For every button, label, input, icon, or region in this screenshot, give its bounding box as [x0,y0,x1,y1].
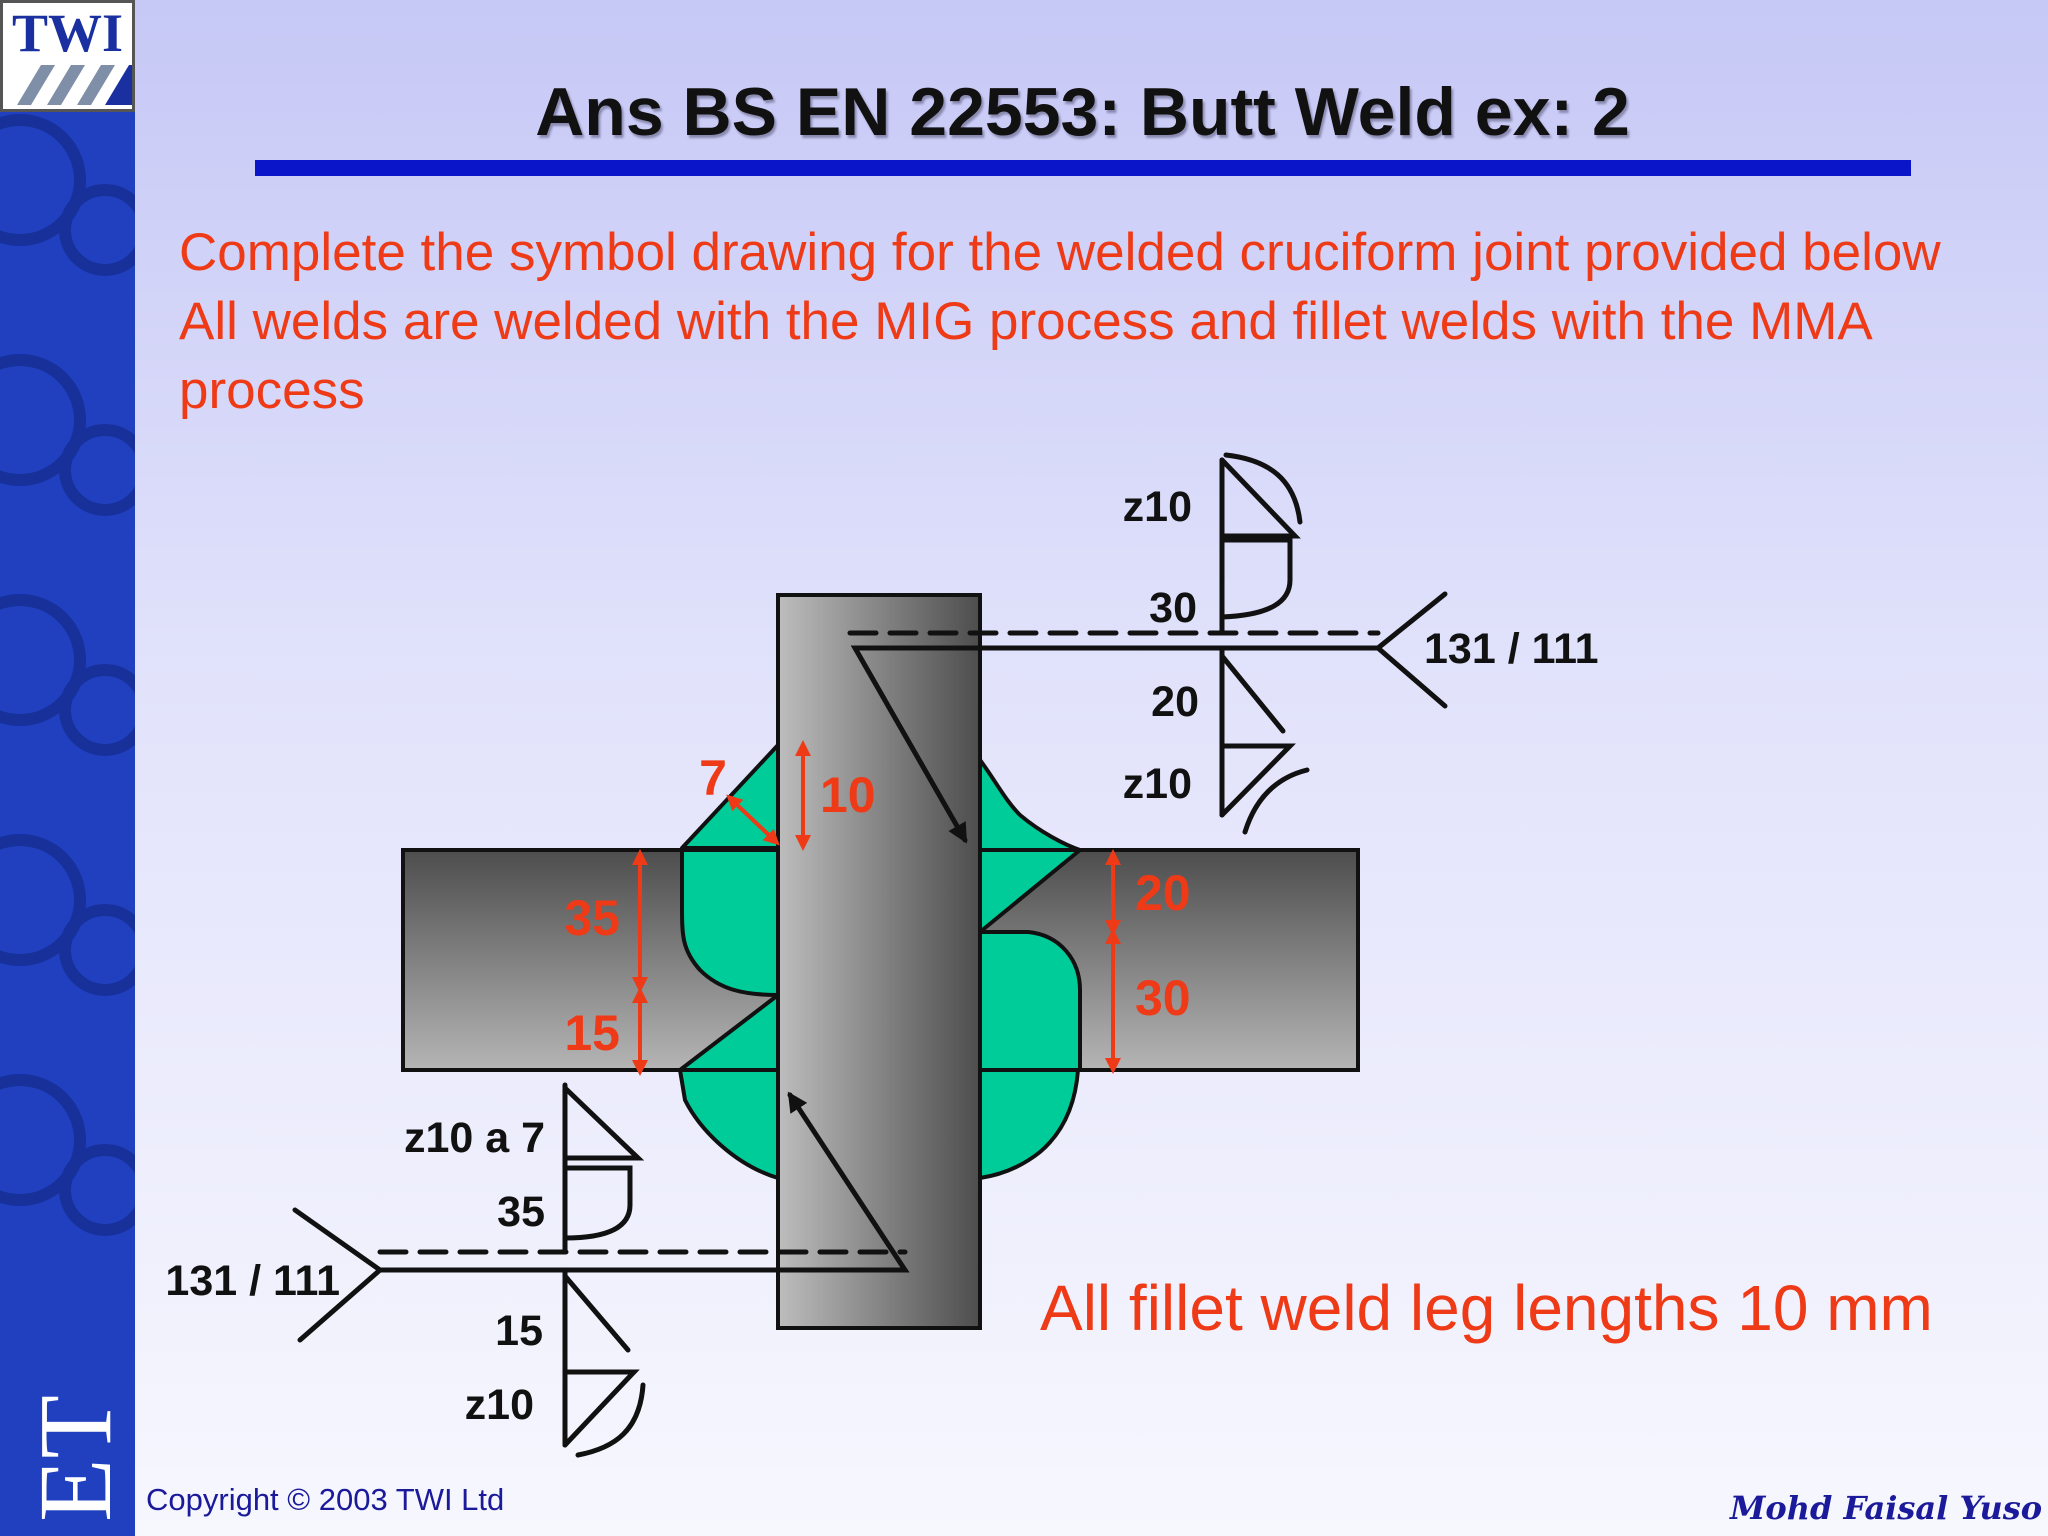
weld-right-lower-butt [978,930,1082,1072]
top-other-fillet-icon [1219,743,1296,818]
instruction-line: Complete the symbol drawing for the weld… [179,223,1941,282]
top-other-fillet-label: z10 [1123,760,1192,808]
dim-right-upper-label: 20 [1135,865,1191,921]
top-arrow-line [850,645,1381,844]
dim-left-lower-label: 15 [564,1005,620,1061]
title-underline [255,160,1911,176]
top-arrow-butt-label: 30 [1149,584,1197,632]
top-other-contour-icon [1242,767,1310,835]
top-tail-lower [1375,645,1448,709]
sidebar-pattern [0,114,135,1236]
dim-left-upper-label: 35 [564,890,620,946]
author-text: Mohd Faisal Yuso [1730,1489,2043,1527]
bottom-tail-upper [292,1207,383,1273]
instruction-line: All welds are welded with the MIG proces… [179,292,1870,420]
sidebar-panel: ET [0,0,135,1536]
bottom-other-butt-label: 15 [495,1307,543,1355]
top-other-butt-icon [1219,653,1286,734]
bottom-arrow-butt-label: 35 [497,1188,545,1236]
top-process-label: 131 / 111 [1424,625,1599,673]
bottom-other-contour-icon [575,1382,646,1458]
bottom-weld-symbol [292,1082,910,1458]
bottom-arrow-butt-icon [562,1165,633,1241]
dim-leg-label: 10 [820,767,876,823]
top-arrow-contour-icon [1223,452,1303,525]
bottom-arrow-line [377,1091,910,1273]
weld-right-bottom-fillet [978,1068,1080,1180]
twi-logo: TWI [0,0,135,112]
dim-throat-line [726,794,780,846]
weld-left-upper-butt [680,848,780,997]
copyright-text: Copyright © 2003 TWI Ltd [146,1482,505,1517]
top-other-butt-label: 20 [1151,678,1199,726]
bottom-arrow-fillet-icon [562,1085,645,1161]
fillet-leg-note: All fillet weld leg lengths 10 mm [1040,1272,1933,1344]
dim-right-lower-label: 30 [1135,970,1191,1026]
logo-text: TWI [11,3,124,63]
vertical-plate [776,593,982,1330]
top-weld-symbol [847,452,1448,844]
top-arrow-fillet-label: z10 [1123,483,1192,531]
bottom-arrow-fillet-label: z10 a 7 [404,1114,545,1162]
bottom-other-fillet-label: z10 [465,1381,534,1429]
instructions: Complete the symbol drawing for the weld… [179,218,2019,425]
top-arrow-butt-icon [1219,537,1293,620]
bottom-tail-lower [297,1267,383,1343]
top-tail-upper [1375,591,1448,651]
weld-right-top-fillet [978,758,1082,852]
bottom-other-butt-icon [562,1273,631,1353]
weld-left-bottom-fillet [678,1068,780,1180]
slide-title: Ans BS EN 22553: Butt Weld ex: 2 [535,74,1630,150]
logo-stripes-icon [17,65,132,105]
bottom-process-label: 131 / 111 [165,1257,340,1305]
dim-throat-label: 7 [699,750,727,806]
bottom-other-fillet-icon [562,1369,640,1448]
top-arrow-fillet-icon [1219,457,1301,539]
